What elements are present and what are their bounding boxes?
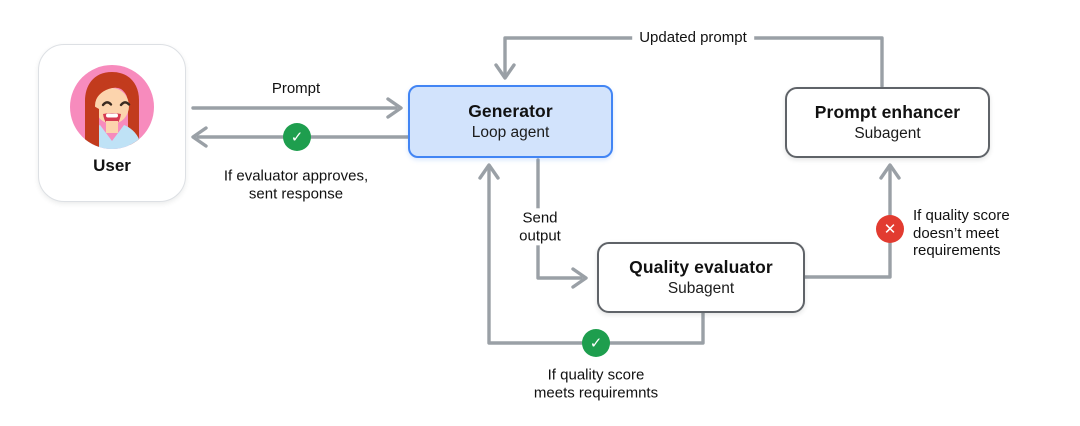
generator-title: Generator — [468, 100, 553, 121]
check-glyph: ✓ — [589, 334, 603, 352]
edge-send-output-arrowhead — [571, 267, 588, 289]
edge-prompt-arrowhead — [386, 97, 403, 119]
approve-check-icon: ✓ — [283, 123, 311, 151]
quality-evaluator-subtitle: Subagent — [667, 279, 735, 297]
reject-x-icon: ✕ — [876, 215, 904, 243]
edge-send-output-line — [536, 158, 583, 280]
edge-meets-arrowhead — [478, 163, 500, 180]
check-glyph: ✓ — [290, 128, 304, 146]
node-user: User — [38, 44, 186, 202]
quality-evaluator-title: Quality evaluator — [629, 256, 773, 277]
node-prompt-enhancer: Prompt enhancer Subagent — [785, 87, 990, 158]
prompt-edge-label: Prompt — [271, 80, 321, 98]
edge-response-arrowhead — [191, 126, 208, 148]
edge-updated-prompt-arrowhead — [494, 63, 516, 80]
prompt-enhancer-subtitle: Subagent — [854, 124, 921, 142]
send-output-edge-label: Send output — [512, 208, 568, 246]
response-edge-label: If evaluator approves, sent response — [223, 167, 369, 202]
user-node-label: User — [93, 156, 131, 175]
edge-doesnt-meet-line — [803, 167, 892, 279]
generator-subtitle: Loop agent — [471, 123, 550, 141]
x-glyph: ✕ — [883, 220, 897, 238]
user-avatar-icon — [70, 65, 154, 149]
prompt-enhancer-title: Prompt enhancer — [814, 101, 961, 122]
edge-doesnt-meet-arrowhead — [879, 163, 901, 180]
updated-prompt-edge-label: Updated prompt — [632, 28, 754, 48]
node-quality-evaluator: Quality evaluator Subagent — [597, 242, 805, 313]
node-generator: Generator Loop agent — [408, 85, 613, 158]
approve-check-icon: ✓ — [582, 329, 610, 357]
meets-requirements-edge-label: If quality score meets requiremnts — [533, 366, 659, 401]
doesnt-meet-requirements-edge-label: If quality score doesn’t meet requiremen… — [913, 207, 1010, 260]
